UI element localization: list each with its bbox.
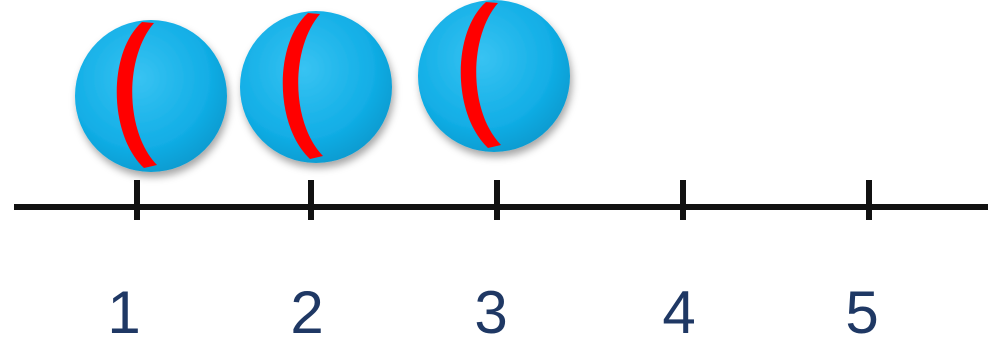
- beach-ball-icon: [240, 11, 392, 163]
- tick-label-5: 5: [845, 279, 878, 342]
- tick-label-1: 1: [107, 279, 140, 342]
- ball-stripe: [116, 22, 157, 168]
- beach-ball-icon: [75, 20, 227, 172]
- tick-label-2: 2: [290, 279, 323, 342]
- ball-3: [418, 0, 570, 152]
- tick-label-3: 3: [474, 279, 507, 342]
- tick-label-4: 4: [662, 279, 695, 342]
- ball-stripe: [282, 13, 323, 159]
- ball-2: [240, 11, 392, 163]
- tick-marks: [134, 180, 872, 220]
- beach-ball-icon: [418, 0, 570, 152]
- tick-labels: 1 2 3 4 5: [107, 279, 878, 342]
- ball-1: [75, 20, 227, 172]
- ball-stripe: [460, 2, 501, 148]
